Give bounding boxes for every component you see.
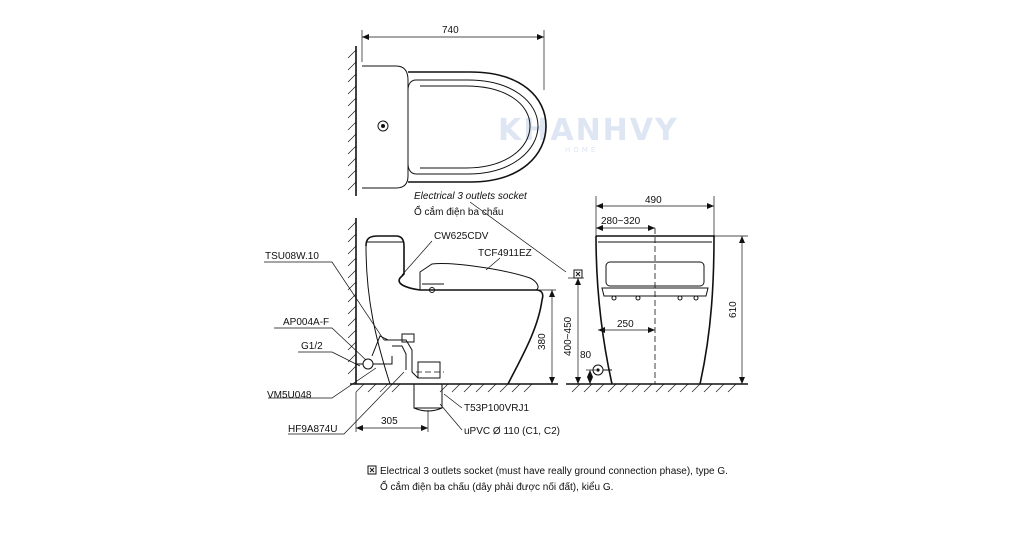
watermark-brand: KHANHVY — [498, 113, 679, 148]
note-socket-cross — [369, 467, 375, 473]
dim-380-text: 380 — [537, 333, 548, 350]
top-wall-hatch — [347, 49, 357, 191]
watermark: KHANHVY HOME — [498, 113, 679, 154]
note-line-2: Ổ cắm điện ba chấu (dây phải được nối đấ… — [380, 480, 613, 493]
top-dim-740: 740 — [442, 25, 459, 36]
label-socket-en: Electrical 3 outlets socket — [414, 191, 528, 202]
leader-vm — [268, 367, 377, 399]
label-ap004a: AP004A-F — [283, 317, 329, 328]
front-valve-dot — [596, 368, 600, 372]
toilet-back-outline — [365, 245, 391, 385]
leader-hf — [288, 371, 405, 435]
washlet-seat — [419, 263, 539, 291]
flush-button-icon — [377, 120, 389, 132]
top-seat — [407, 79, 539, 175]
dim-80-text: 80 — [580, 350, 592, 361]
dim-400-450-text: 400~450 — [563, 316, 574, 356]
notes: Electrical 3 outlets socket (must have r… — [367, 465, 728, 493]
front-seat-base — [601, 287, 709, 297]
front-hinge-left — [611, 295, 617, 301]
label-upvc: uPVC Ø 110 (C1, C2) — [464, 426, 560, 437]
leader-g12 — [298, 351, 361, 367]
top-tank — [362, 65, 409, 189]
front-body-left — [595, 235, 613, 385]
front-hinge-right — [693, 295, 699, 301]
note-socket-icon — [367, 465, 377, 475]
toilet-body-outline — [365, 235, 544, 385]
leader-cw625 — [401, 240, 433, 276]
label-vm5u048: VM5U048 — [267, 390, 312, 401]
dim-305-text: 305 — [381, 416, 398, 427]
top-view: 740 — [347, 25, 547, 196]
washlet-knob — [429, 287, 435, 293]
side-view: Electrical 3 outlets socket Ổ cắm điện b… — [264, 191, 584, 437]
dim-610-text: 610 — [728, 301, 739, 318]
label-tcf4911ez: TCF4911EZ — [478, 248, 532, 259]
label-hf9a874u: HF9A874U — [288, 424, 337, 435]
leader-ap — [274, 327, 367, 361]
supply-hose — [371, 335, 389, 357]
label-t53p100vrj1: T53P100VRJ1 — [464, 403, 529, 414]
label-g12: G1/2 — [301, 341, 323, 352]
dim-250-text: 250 — [617, 319, 634, 330]
front-hinge-mid2 — [677, 295, 683, 301]
front-hinge-mid1 — [635, 295, 641, 301]
dim-280-320-text: 280~320 — [601, 216, 641, 227]
side-floor-hatch — [355, 383, 533, 393]
trap-inner — [392, 345, 407, 370]
label-socket-vi: Ổ cắm điện ba chấu — [414, 205, 504, 218]
side-wall-hatch — [347, 221, 357, 375]
label-tsu08w: TSU08W.10 — [265, 251, 319, 262]
front-view: 490 280~320 250 80 610 — [566, 195, 748, 393]
dim-490-text: 490 — [645, 195, 662, 206]
label-cw625cdv: CW625CDV — [434, 231, 489, 242]
supply-pipe — [356, 356, 393, 365]
trap-fitting — [401, 333, 415, 343]
note-line-1: Electrical 3 outlets socket (must have r… — [380, 466, 728, 477]
leader-upvc — [439, 403, 463, 431]
leader-tcf — [485, 257, 501, 271]
trap-outline — [384, 339, 419, 379]
top-seat-inner — [420, 85, 531, 169]
leader-tsu — [264, 261, 385, 341]
leader-t53 — [443, 393, 463, 409]
drain-pipe — [413, 383, 443, 409]
front-floor-hatch — [571, 383, 737, 393]
outlet-flange — [417, 361, 441, 379]
watermark-sub: HOME — [565, 146, 598, 154]
flush-button-dot — [381, 124, 385, 128]
leader-socket — [469, 201, 567, 273]
top-bowl-outer — [408, 71, 547, 183]
front-body-right — [596, 235, 715, 385]
side-socket-cross — [575, 271, 581, 277]
supply-valve-icon — [362, 358, 374, 370]
